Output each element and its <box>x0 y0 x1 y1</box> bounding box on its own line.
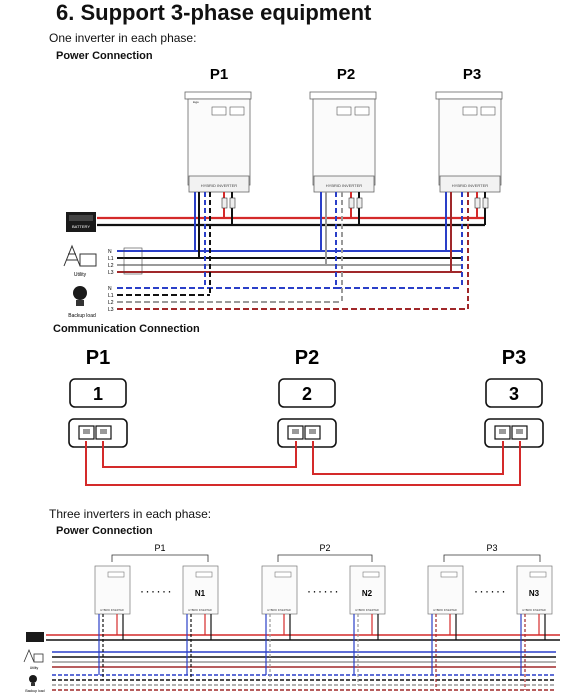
section1-power-title: Power Connection <box>56 50 153 62</box>
svg-text:2: 2 <box>302 384 312 404</box>
section1-subtitle: One inverter in each phase: <box>49 31 197 45</box>
wiring-2 <box>46 634 560 691</box>
port-block-2 <box>277 418 337 448</box>
svg-text:Utility: Utility <box>30 666 39 670</box>
inverter-p3: HYBRID INVERTER <box>435 91 503 193</box>
port-block-1 <box>68 418 128 448</box>
svg-text:1: 1 <box>93 384 103 404</box>
ellipsis-p3: · · · · · · <box>475 587 506 597</box>
svg-text:L1: L1 <box>108 293 114 299</box>
inverter-label: HYBRID INVERTER <box>452 183 488 188</box>
backup-lines: N L1 L2 L3 <box>108 286 468 313</box>
section2-subtitle: Three inverters in each phase: <box>49 507 212 521</box>
unit-label-n1: N1 <box>195 589 206 598</box>
battery-label: BATTERY <box>72 224 90 229</box>
inverter-label: HYBRID INVERTER <box>201 183 237 188</box>
svg-text:L3: L3 <box>108 307 114 313</box>
phase2-label-p1: P1 <box>154 543 165 553</box>
svg-text:HYBRID INVERTER: HYBRID INVERTER <box>100 608 124 612</box>
svg-text:N: N <box>108 249 112 255</box>
svg-text:3: 3 <box>509 384 519 404</box>
backup-label: Backup load <box>68 313 96 319</box>
svg-text:HYBRID INVERTER: HYBRID INVERTER <box>267 608 291 612</box>
ellipsis-p1: · · · · · · <box>141 587 172 597</box>
comm-phase-p2: P2 <box>295 347 319 369</box>
phase-label-p3: P3 <box>463 66 481 83</box>
utility-icon: Utility <box>63 244 97 278</box>
power-diagram-1: P1 P2 P3 logo HYBRID INVERTER HYBRID INV… <box>63 66 503 319</box>
inverter-wiring <box>194 192 489 309</box>
comm-number-box-1 <box>69 378 127 408</box>
drops-2 <box>98 614 546 690</box>
comm-cables <box>85 441 521 486</box>
svg-text:logo: logo <box>193 100 199 104</box>
battery-icon: BATTERY <box>66 212 96 232</box>
phase2-label-p3: P3 <box>486 543 497 553</box>
inverter-label: HYBRID INVERTER <box>326 183 362 188</box>
utility-icon-small: Utility <box>23 648 44 670</box>
comm-number-box-2 <box>278 378 336 408</box>
svg-text:Backup load: Backup load <box>25 689 44 693</box>
unit-label-n3: N3 <box>529 589 540 598</box>
comm-phase-p3: P3 <box>502 347 526 369</box>
battery-icon-small <box>26 632 44 642</box>
section2-power-title: Power Connection <box>56 525 153 537</box>
bulb-icon: Backup load <box>68 286 96 319</box>
inverter-p1: logo HYBRID INVERTER <box>184 91 252 193</box>
unit-label-n2: N2 <box>362 589 373 598</box>
svg-text:HYBRID INVERTER: HYBRID INVERTER <box>188 608 212 612</box>
page-heading: 6. Support 3-phase equipment <box>56 0 372 25</box>
svg-text:L2: L2 <box>108 300 114 306</box>
comm-phase-p1: P1 <box>86 347 110 369</box>
svg-text:HYBRID INVERTER: HYBRID INVERTER <box>355 608 379 612</box>
utility-lines: N L1 L2 L3 <box>108 247 462 276</box>
port-block-3 <box>484 418 544 448</box>
comm-number-box-3 <box>485 378 543 408</box>
phase-label-p1: P1 <box>210 66 228 83</box>
utility-label: Utility <box>74 272 87 278</box>
phase2-label-p2: P2 <box>319 543 330 553</box>
svg-text:L1: L1 <box>108 256 114 262</box>
bulb-icon-small: Backup load <box>25 675 45 693</box>
phase-label-p2: P2 <box>337 66 355 83</box>
svg-text:HYBRID INVERTER: HYBRID INVERTER <box>433 608 457 612</box>
communication-title: Communication Connection <box>53 323 200 335</box>
power-diagram-2: P1 P2 P3 HYBRID INVERTER HYBRID INVERTER… <box>23 543 560 693</box>
svg-text:L3: L3 <box>108 270 114 276</box>
communication-diagram: P1 P2 P3 1 2 3 <box>68 347 544 486</box>
svg-text:N: N <box>108 286 112 292</box>
inverter-p2: HYBRID INVERTER <box>309 91 377 193</box>
svg-text:HYBRID INVERTER: HYBRID INVERTER <box>522 608 546 612</box>
ellipsis-p2: · · · · · · <box>308 587 339 597</box>
svg-text:L2: L2 <box>108 263 114 269</box>
